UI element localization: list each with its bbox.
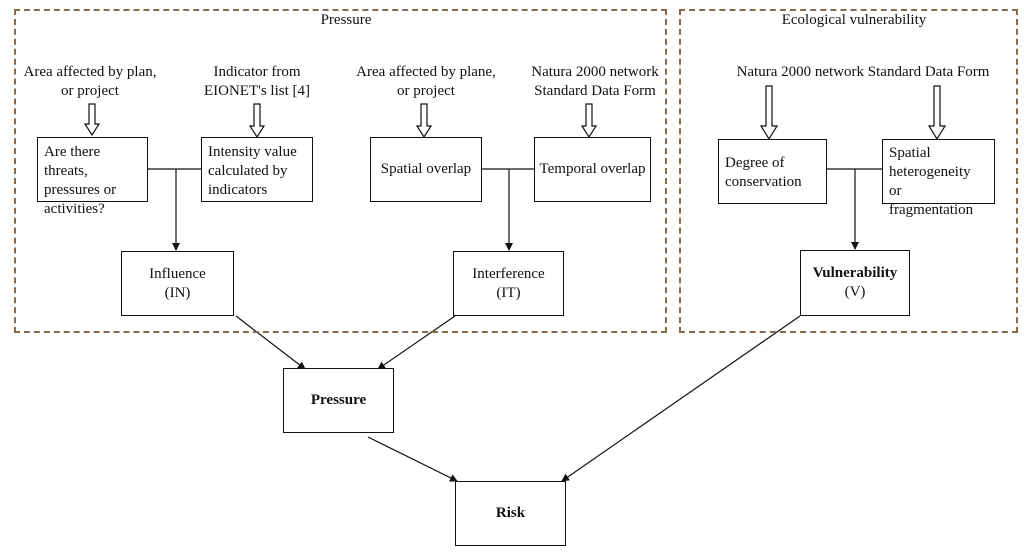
connector-vulnerability-to-risk: [561, 315, 801, 482]
hollow-arrow-natura-temporal: [580, 103, 598, 139]
vulnerability-section-title: Ecological vulnerability: [781, 12, 927, 28]
pressure-section-title: Pressure: [320, 12, 372, 28]
connector-interference: [481, 168, 535, 251]
threats-box: Are there threats, pressures or activiti…: [37, 137, 148, 217]
hollow-arrow-natura-heterogeneity: [927, 85, 947, 141]
hollow-arrow-area-plane: [415, 103, 433, 139]
source-natura-full: Natura 2000 network Standard Data Form: [736, 64, 990, 80]
connector-influence-to-pressure: [235, 315, 306, 370]
source-indicator: Indicator from EIONET's list [4]: [203, 64, 311, 99]
connector-vulnerability: [826, 168, 883, 250]
vulnerability-box: Vulnerability (V): [800, 250, 910, 316]
interference-box: Interference (IT): [453, 251, 564, 316]
risk-box: Risk: [455, 481, 566, 546]
influence-box: Influence (IN): [121, 251, 234, 316]
connector-influence: [147, 168, 202, 251]
intensity-box: Intensity value calculated by indicators: [201, 137, 313, 202]
temporal-overlap-box: Temporal overlap: [534, 137, 651, 202]
pressure-box: Pressure: [283, 368, 394, 433]
source-natura-form: Natura 2000 network Standard Data Form: [531, 64, 659, 99]
connector-pressure-to-risk: [367, 436, 458, 482]
source-area-plan: Area affected by plan, or project: [23, 64, 157, 99]
hollow-arrow-natura-degree: [759, 85, 779, 141]
spatial-overlap-box: Spatial overlap: [370, 137, 482, 202]
source-area-plane: Area affected by plane, or project: [356, 64, 496, 99]
degree-of-conservation-box: Degree of conservation: [718, 139, 827, 204]
hollow-arrow-area-plan: [83, 103, 101, 137]
connector-interference-to-pressure: [377, 315, 456, 370]
heterogeneity-box: Spatial heterogeneity or fragmentation: [882, 139, 995, 218]
vulnerability-section: [679, 9, 1018, 333]
hollow-arrow-indicator: [248, 103, 266, 139]
pressure-section: [14, 9, 667, 333]
